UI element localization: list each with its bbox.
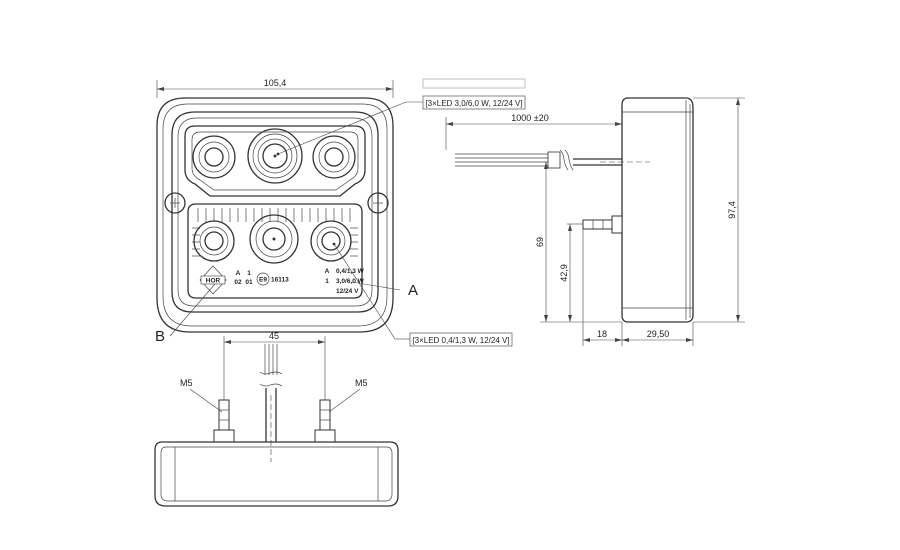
lower-led-center (249, 214, 299, 264)
side-bolt (582, 215, 623, 234)
callout-bottom-text: [3×LED 0,4/1,3 W, 12/24 V] (412, 336, 509, 345)
bottom-bolt-left (213, 399, 235, 443)
marking-mid-01: 01 (245, 279, 253, 286)
cable-length-dimension: 1000 ±20 (511, 113, 548, 123)
side-view: 1000 ±20 97,4 69 42,9 (445, 97, 745, 346)
screw-right (367, 192, 389, 214)
svg-text:HOR: HOR (206, 278, 221, 285)
upper-led-right (312, 135, 356, 179)
bottom-view: 45 M5 M5 (154, 331, 399, 507)
bolt-height-2-dimension: 42,9 (559, 264, 569, 282)
depth-rear-dimension: 18 (597, 329, 607, 339)
e-mark: E9 (256, 272, 270, 286)
callout-top-text: [3×LED 3,0/6,0 W, 12/24 V] (425, 99, 522, 108)
approval-number: 16113 (271, 277, 289, 284)
bottom-housing (154, 441, 399, 507)
label-a: A (408, 282, 418, 299)
marking-right-1: 1 (325, 278, 329, 285)
label-b: B (155, 328, 165, 345)
bottom-cable (259, 344, 283, 462)
housing-outline (156, 97, 394, 333)
upper-chamber (184, 125, 366, 197)
marking-right-a: A (325, 268, 330, 275)
spec-line-3: 12/24 V (336, 288, 359, 295)
upper-led-center (247, 128, 303, 184)
depth-front-dimension: 29,50 (647, 329, 670, 339)
marking-left-02: 02 (234, 279, 242, 286)
thread-left-label: M5 (180, 378, 193, 388)
bolt-height-dimension: 69 (535, 237, 545, 247)
upper-led-left (192, 135, 236, 179)
thread-right-label: M5 (355, 378, 368, 388)
lower-led-left (193, 220, 235, 262)
spec-line-2: 3,0/6,0 W (336, 278, 365, 285)
brand-logo: HOR (199, 265, 227, 295)
height-dimension: 97,4 (727, 201, 737, 219)
lens-outline (171, 111, 379, 313)
bolt-spacing-dimension: 45 (269, 331, 279, 341)
svg-text:E9: E9 (259, 277, 267, 284)
marking-left-a: A (236, 270, 241, 277)
marking-mid-1: 1 (247, 270, 251, 277)
side-housing (621, 97, 694, 323)
width-dimension: 105,4 (264, 78, 287, 88)
callout-bottom: [3×LED 0,4/1,3 W, 12/24 V] (332, 242, 513, 347)
screw-left (164, 192, 186, 214)
side-cable (455, 149, 650, 171)
front-view: 105,4 (156, 78, 394, 333)
callout-top: [3×LED 3,0/6,0 W, 12/24 V] (276, 78, 526, 156)
callout-a: A (351, 281, 418, 299)
spec-line-1: 0,4/1,3 W (336, 268, 365, 275)
lower-led-right (310, 220, 352, 262)
callout-b: B (155, 283, 216, 345)
lower-chamber (187, 203, 363, 299)
bottom-bolt-right (314, 399, 336, 443)
